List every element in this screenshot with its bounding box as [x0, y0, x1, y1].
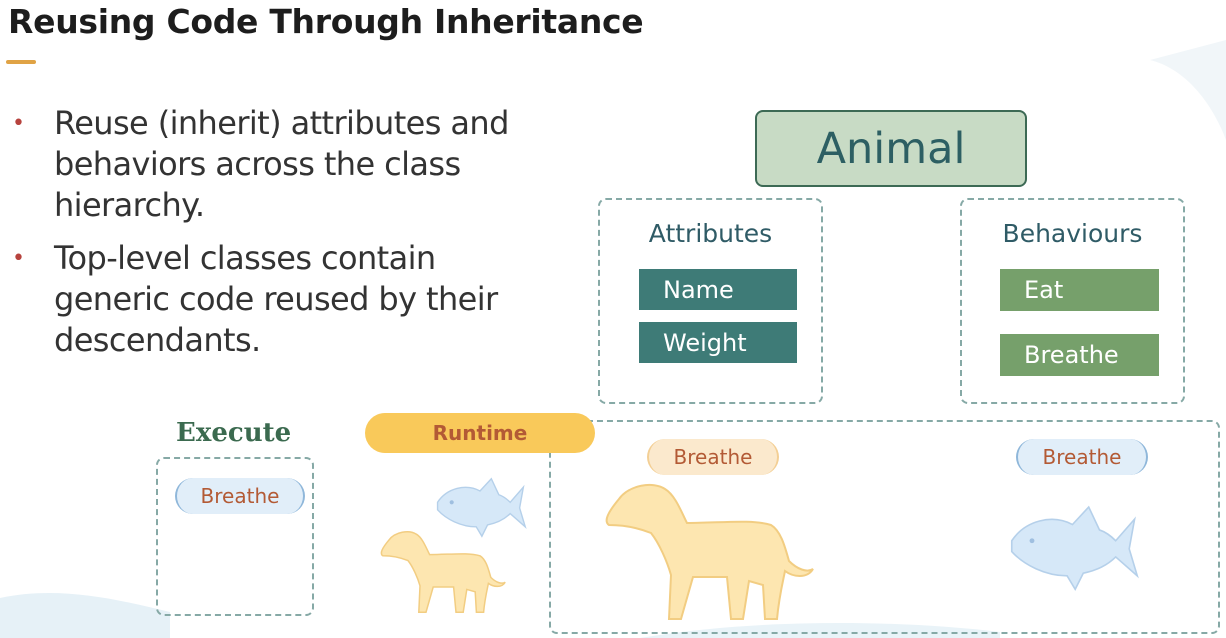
fish-breathe-tag: Breathe — [1016, 439, 1148, 475]
behaviours-title: Behaviours — [1002, 219, 1143, 248]
runtime-box — [549, 420, 1220, 634]
bullet-text: Reuse (inherit) attributes and behaviors… — [54, 104, 509, 224]
bullet-marker: • — [12, 246, 25, 271]
title-underline — [6, 60, 36, 64]
fish-icon — [1010, 505, 1139, 592]
behaviour-chip-eat: Eat — [1000, 269, 1159, 311]
bullet-marker: • — [12, 111, 25, 136]
execute-label: Execute — [176, 418, 292, 448]
execute-breathe-tag: Breathe — [175, 478, 305, 514]
dog-breathe-tag: Breathe — [647, 439, 779, 475]
behaviour-chip-breathe: Breathe — [1000, 334, 1159, 376]
attribute-chip-name: Name — [639, 269, 797, 310]
dog-icon — [605, 483, 814, 620]
attributes-panel: Attributes — [598, 198, 823, 404]
execute-box — [156, 457, 314, 616]
fish-icon — [436, 477, 527, 538]
attribute-chip-weight: Weight — [639, 322, 797, 363]
bullet-text: Top-level classes contain generic code r… — [54, 239, 498, 359]
bullet-item: • Top-level classes contain generic code… — [12, 238, 524, 361]
runtime-pill: Runtime — [365, 413, 595, 453]
slide-title: Reusing Code Through Inheritance — [8, 2, 644, 41]
animal-class-box: Animal — [755, 110, 1027, 187]
bullet-item: • Reuse (inherit) attributes and behavio… — [12, 103, 524, 226]
behaviours-panel: Behaviours — [960, 198, 1185, 404]
dog-icon — [380, 531, 506, 613]
attributes-title: Attributes — [648, 219, 773, 248]
